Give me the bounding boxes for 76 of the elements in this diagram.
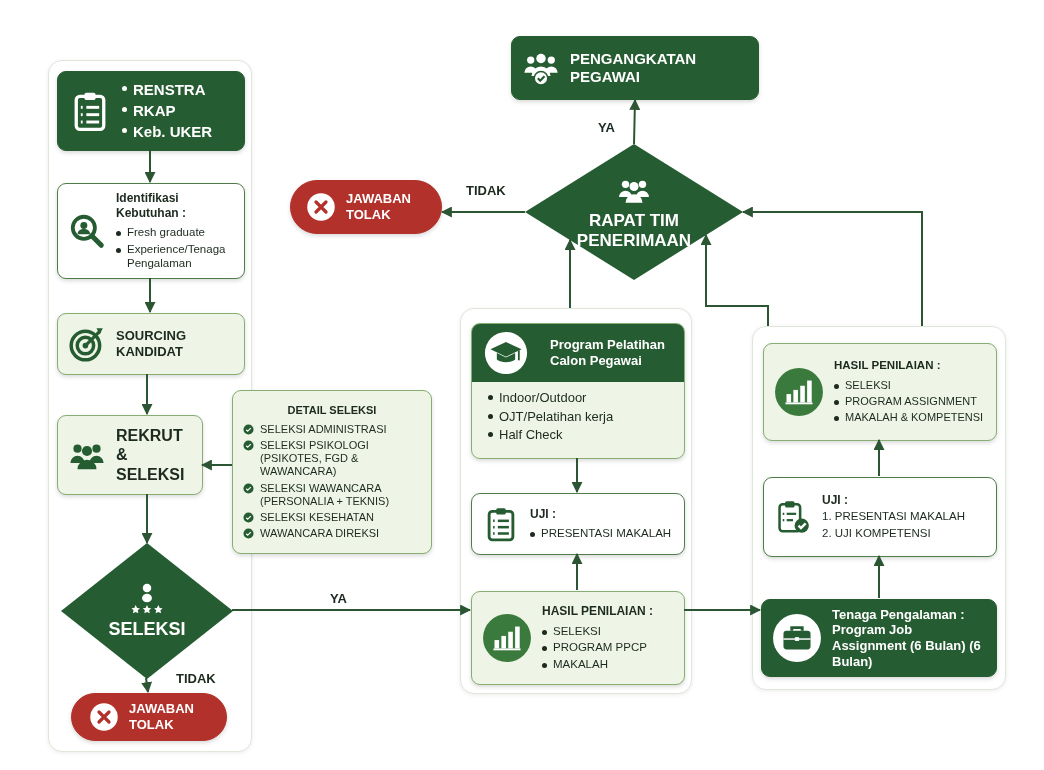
arrow [141, 373, 153, 416]
list-item: 2. UJI KOMPETENSI [822, 527, 931, 541]
box-title: PENGANGKATAN PEGAWAI [570, 50, 698, 86]
decision-diamond [525, 144, 743, 280]
box-title: DETAIL SELEKSI [286, 403, 378, 417]
reject-pill [290, 180, 442, 234]
list-item: Experience/Tenaga Pengalaman [127, 243, 227, 271]
container-panel [460, 308, 692, 694]
decision-label: SELEKSI [108, 619, 186, 641]
container-panel [48, 60, 252, 752]
arrow [231, 604, 472, 616]
reject-label: JAWABAN TOLAK [346, 191, 412, 223]
decision-label: RAPAT TIM PENERIMAAN [575, 210, 693, 252]
box-title: UJI : [530, 506, 557, 522]
arrow [683, 604, 762, 616]
reject-pill [71, 693, 227, 741]
edge-label: TIDAK [466, 183, 506, 198]
box-title: UJI : [822, 493, 849, 508]
list-item: Half Check [499, 427, 563, 443]
arrow [144, 277, 156, 314]
list-item: PROGRAM PPCP [553, 641, 647, 656]
arrow [873, 438, 885, 477]
list-item: Fresh graduate [127, 226, 205, 240]
box-title: Tenaga Pengalaman : Program Job Assignment (6 Bulan) (6 Bulan) [832, 606, 982, 670]
process-box [57, 415, 203, 495]
list-item: OJT/Pelatihan kerja [499, 408, 614, 425]
box-title: SOURCING KANDIDAT [116, 328, 188, 360]
arrow [873, 554, 885, 599]
result-box [763, 343, 997, 441]
card-title: Program Pelatihan Calon Pegawai [550, 337, 666, 369]
list-item: Indoor/Outdoor [499, 390, 587, 406]
program-card [471, 323, 685, 459]
container-panel [752, 326, 1006, 690]
arrow [200, 459, 233, 471]
box-title: HASIL PENILAIAN : [542, 604, 654, 619]
arrow [440, 206, 526, 218]
box-title: REKRUT & SELEKSI [116, 426, 186, 484]
result-box [471, 591, 685, 685]
list-item: PROGRAM ASSIGNMENT [845, 395, 978, 409]
process-box [57, 313, 245, 375]
process-box [763, 477, 997, 557]
process-box [761, 599, 997, 677]
box-title: Identifikasi Kebutuhan : [116, 191, 187, 221]
arrow [571, 457, 583, 494]
list-item: PRESENTASI MAKALAH [541, 527, 672, 542]
list-item: MAKALAH & KOMPETENSI [845, 411, 984, 425]
list-item: RKAP [133, 102, 176, 120]
list-item: Keb. UKER [133, 123, 213, 141]
list-item: SELEKSI KESEHATAN [260, 510, 374, 525]
list-item: SELEKSI WAWANCARA (PERSONALIA + TEKNIS) [260, 481, 391, 508]
edge-label: TIDAK [176, 671, 216, 686]
arrow [700, 234, 769, 327]
edge-label: YA [330, 591, 347, 606]
arrow [629, 98, 641, 145]
arrow [141, 677, 153, 694]
process-box [57, 183, 245, 279]
detail-card [232, 390, 432, 554]
list-item: WAWANCARA DIREKSI [260, 527, 380, 541]
arrow [141, 493, 153, 544]
process-box [471, 493, 685, 555]
edge-label: YA [598, 120, 615, 135]
process-box [511, 36, 759, 100]
reject-label: JAWABAN TOLAK [129, 701, 195, 733]
list-item: 1. PRESENTASI MAKALAH [822, 510, 965, 525]
list-item: SELEKSI [553, 624, 601, 639]
list-item: SELEKSI PSIKOLOGI (PSIKOTES, FGD & WAWANCARA) [260, 439, 370, 479]
list-item: SELEKSI ADMINISTRASI [260, 422, 387, 437]
arrow [741, 206, 923, 327]
arrow [564, 238, 576, 309]
arrow [571, 552, 583, 591]
list-item: MAKALAH [553, 658, 608, 672]
box-title: HASIL PENILAIAN : [834, 359, 942, 374]
list-item: SELEKSI [845, 379, 891, 393]
list-item: RENSTRA [133, 81, 206, 99]
process-box [57, 71, 245, 151]
arrow [144, 149, 156, 184]
